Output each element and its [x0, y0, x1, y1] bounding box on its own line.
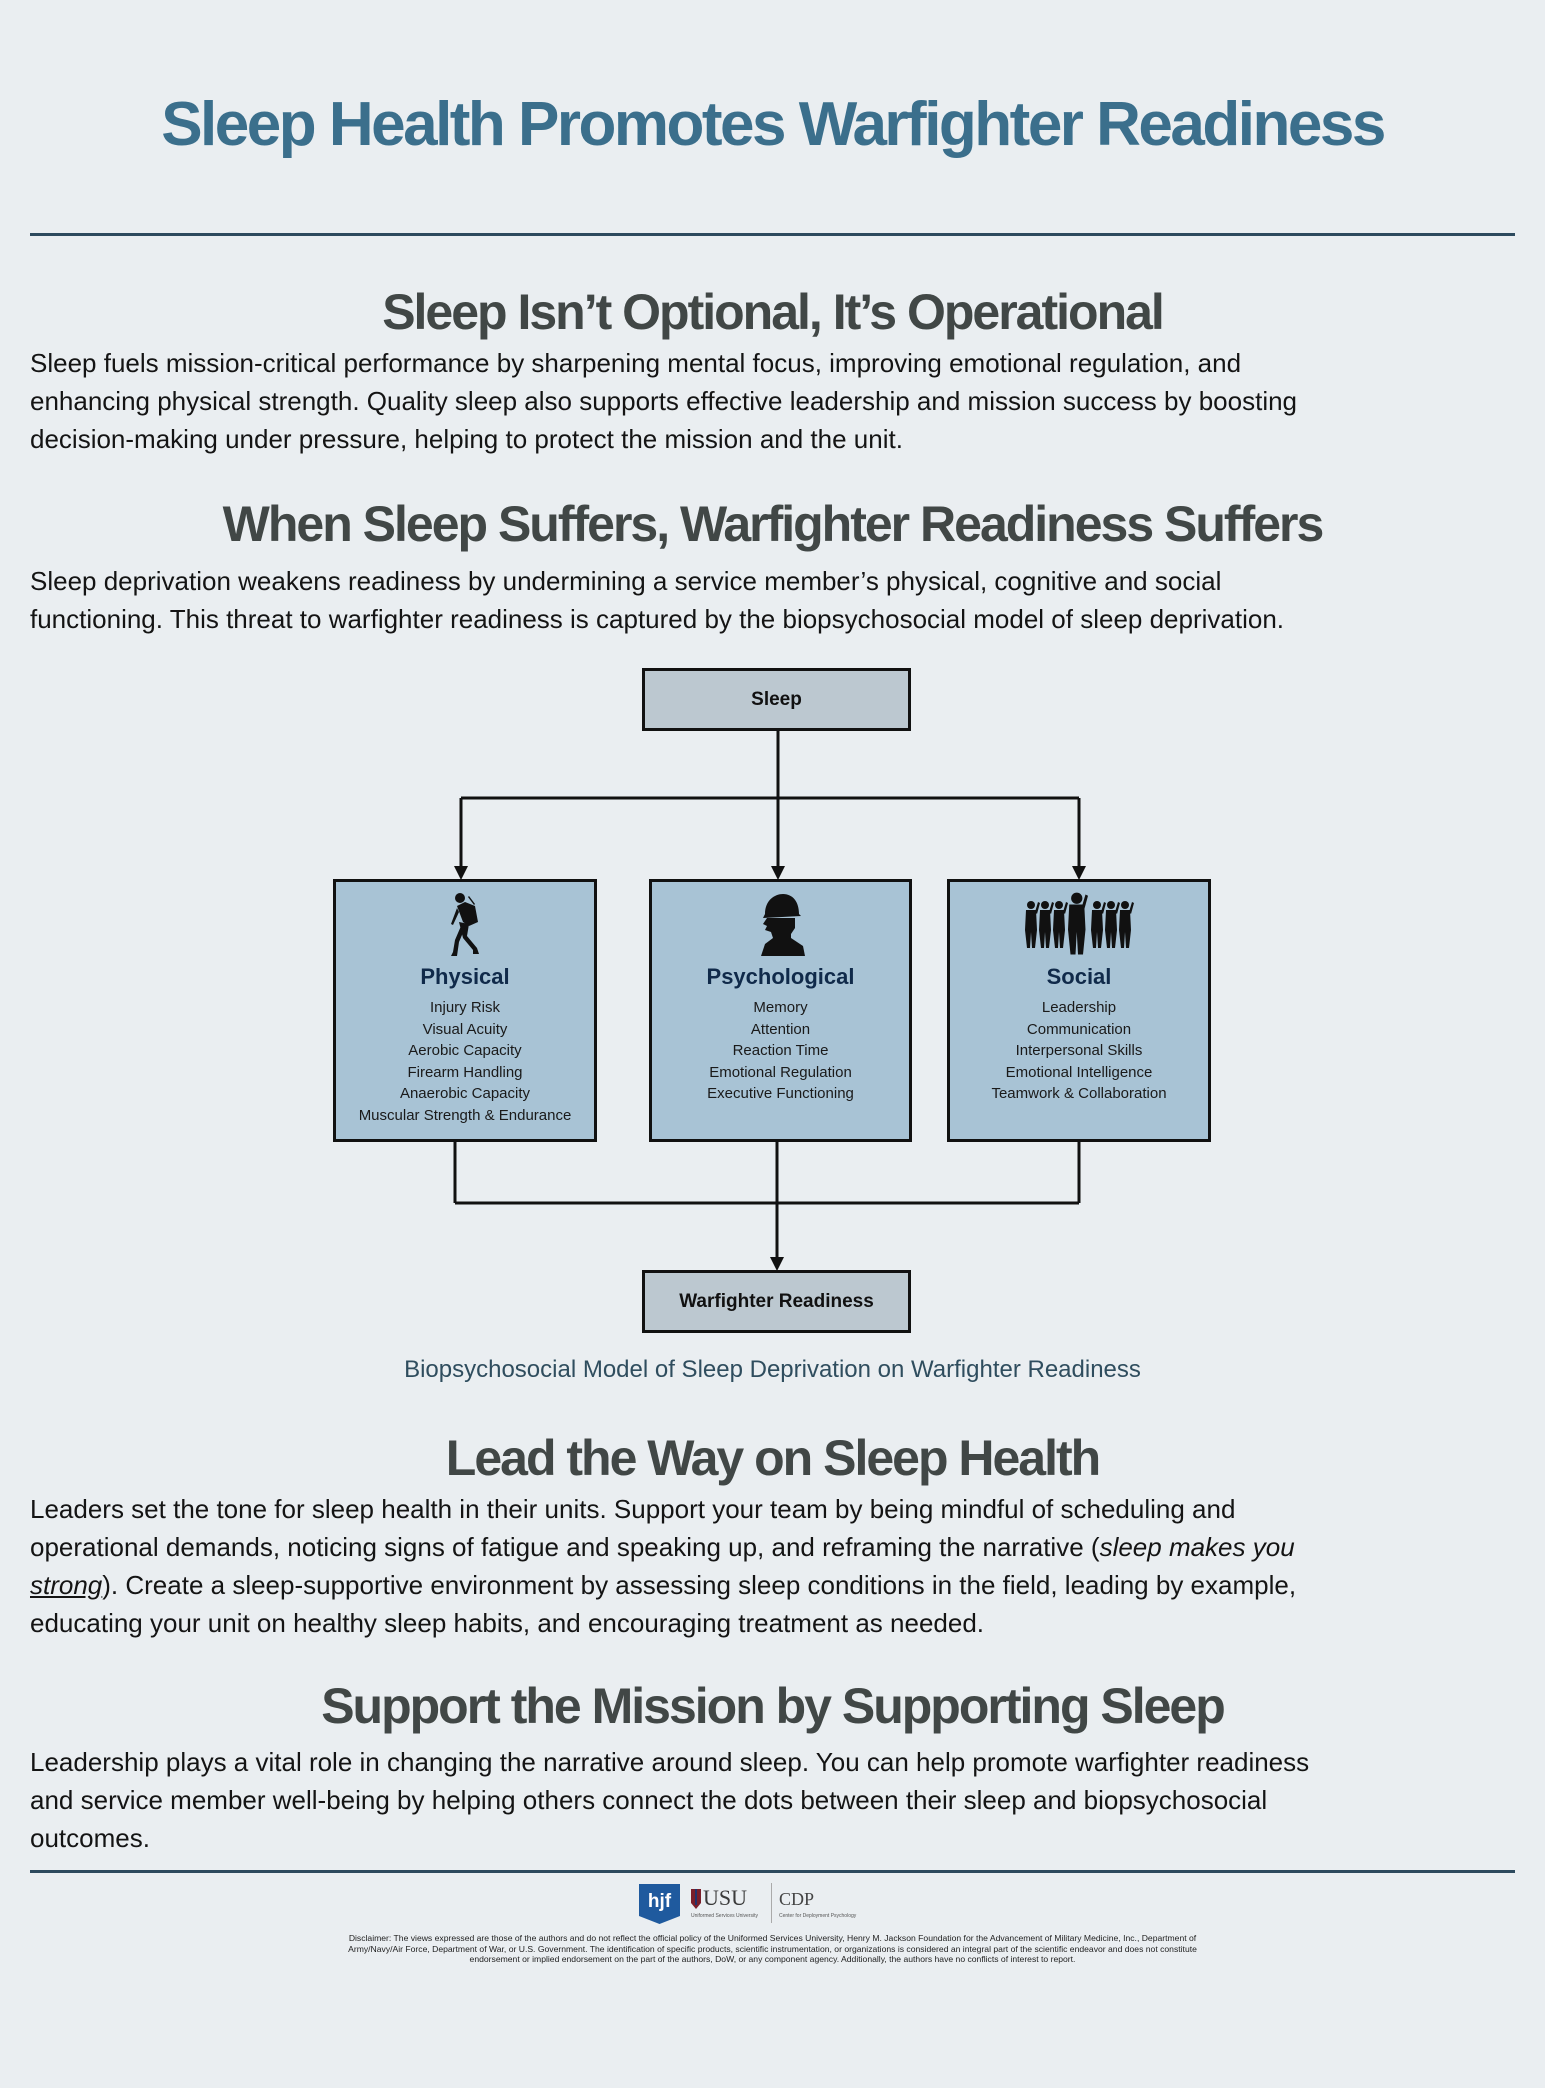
- page: Sleep Health Promotes Warfighter Readine…: [0, 88, 1545, 1965]
- saluting-soldiers-icon: [950, 892, 1208, 958]
- section-body-readiness-suffers: Sleep deprivation weakens readiness by u…: [30, 562, 1510, 638]
- body-line: educating your unit on healthy sleep hab…: [30, 1608, 985, 1638]
- category-psychological: Psychological Memory Attention Reaction …: [649, 879, 912, 1142]
- category-item: Attention: [750, 1020, 811, 1038]
- footer-logos: hjf USU Uniformed Services University CD…: [30, 1873, 1515, 1933]
- header-divider: [30, 233, 1515, 236]
- body-line: operational demands, noticing signs of f…: [30, 1528, 1510, 1566]
- body-line: strong). Create a sleep-supportive envir…: [30, 1566, 1510, 1604]
- body-line: Leaders set the tone for sleep health in…: [30, 1494, 1236, 1524]
- body-line: outcomes.: [30, 1823, 150, 1853]
- category-item: Muscular Strength & Endurance: [358, 1106, 572, 1124]
- category-item: Leadership: [1041, 999, 1117, 1016]
- body-line: decision-making under pressure, helping …: [30, 424, 903, 454]
- category-items: Memory Attention Reaction Time Emotional…: [656, 997, 905, 1105]
- category-item: Anaerobic Capacity: [399, 1085, 531, 1102]
- arrowhead: [771, 866, 785, 880]
- cdp-logo-text: CDP: [779, 1889, 815, 1909]
- category-item: Communication: [1026, 1020, 1132, 1038]
- sleep-node: Sleep: [642, 668, 911, 731]
- category-item: Memory: [753, 999, 808, 1016]
- category-physical: Physical Injury Risk Visual Acuity Aerob…: [333, 879, 597, 1142]
- body-line: functioning. This threat to warfighter r…: [30, 604, 1285, 634]
- category-title: Psychological: [706, 964, 855, 989]
- section-heading-readiness-suffers: When Sleep Suffers, Warfighter Readiness…: [222, 496, 1325, 552]
- emphasis-underlined-text: strong: [30, 1570, 103, 1600]
- usu-logo-subtext: Uniformed Services University: [691, 1913, 758, 1919]
- body-line: Leadership plays a vital role in changin…: [30, 1747, 1310, 1777]
- logo-divider: [771, 1883, 772, 1923]
- section-heading-lead-the-way: Lead the Way on Sleep Health: [445, 1430, 1101, 1486]
- arrowhead: [770, 1257, 784, 1271]
- body-line: Sleep deprivation weakens readiness by u…: [30, 566, 1222, 596]
- category-items: Leadership Communication Interpersonal S…: [954, 997, 1204, 1105]
- category-item: Emotional Regulation: [709, 1063, 852, 1081]
- category-item: Interpersonal Skills: [1015, 1042, 1143, 1059]
- hjf-logo-text: hjf: [647, 1891, 672, 1912]
- arrowhead: [454, 866, 468, 880]
- section-heading-support-mission: Support the Mission by Supporting Sleep: [321, 1678, 1226, 1734]
- usu-shield-icon: [691, 1889, 701, 1909]
- body-text: ). Create a sleep-supportive environment…: [102, 1570, 1297, 1600]
- category-title: Physical: [420, 964, 510, 989]
- body-line: enhancing physical strength. Quality sle…: [30, 386, 1298, 416]
- disclaimer-line: Disclaimer: The views expressed are thos…: [348, 1933, 1197, 1943]
- category-social: Social Leadership Communication Interper…: [947, 879, 1211, 1142]
- body-line: Sleep fuels mission-critical performance…: [30, 348, 1242, 378]
- category-item: Emotional Intelligence: [1005, 1063, 1153, 1081]
- disclaimer-line: endorsement or implied endorsement on th…: [469, 1954, 1076, 1964]
- biopsychosocial-diagram: Sleep Physical Injury Risk Visual Acuity…: [0, 638, 1485, 1391]
- arrowhead: [1072, 866, 1086, 880]
- usu-logo-text: USU: [703, 1885, 748, 1910]
- category-item: Reaction Time: [732, 1042, 829, 1059]
- sleep-node-label: Sleep: [751, 688, 802, 710]
- warfighter-readiness-node: Warfighter Readiness: [642, 1270, 911, 1333]
- hjf-logo: hjf: [639, 1884, 680, 1924]
- diagram-connectors: [453, 731, 1086, 1271]
- walking-soldier-icon: [336, 892, 594, 958]
- category-item: Aerobic Capacity: [408, 1042, 522, 1059]
- category-item: Visual Acuity: [422, 1020, 508, 1038]
- category-item: Executive Functioning: [707, 1085, 854, 1102]
- body-text: operational demands, noticing signs of f…: [30, 1532, 1100, 1562]
- footer-divider: [30, 1870, 1515, 1873]
- section-body-operational: Sleep fuels mission-critical performance…: [30, 344, 1510, 458]
- category-item: Firearm Handling: [407, 1063, 523, 1081]
- diagram-caption: Biopsychosocial Model of Sleep Deprivati…: [404, 1356, 1141, 1383]
- emphasis-text: sleep makes you: [1099, 1532, 1295, 1562]
- category-item: Teamwork & Collaboration: [991, 1085, 1167, 1102]
- category-title: Social: [1046, 964, 1112, 989]
- section-heading-operational: Sleep Isn’t Optional, It’s Operational: [382, 284, 1165, 340]
- cdp-logo-subtext: Center for Deployment Psychology: [779, 1913, 857, 1919]
- disclaimer-line: Army/Navy/Air Force, Department of War, …: [348, 1943, 1197, 1954]
- soldier-head-icon: [652, 892, 909, 958]
- section-body-lead-the-way: Leaders set the tone for sleep health in…: [30, 1490, 1510, 1642]
- warfighter-readiness-label: Warfighter Readiness: [679, 1290, 874, 1312]
- page-title: Sleep Health Promotes Warfighter Readine…: [161, 90, 1386, 159]
- category-item: Injury Risk: [429, 999, 500, 1016]
- body-line: and service member well-being by helping…: [30, 1785, 1268, 1815]
- category-items: Injury Risk Visual Acuity Aerobic Capaci…: [340, 997, 590, 1126]
- section-body-support-mission: Leadership plays a vital role in changin…: [30, 1743, 1510, 1857]
- disclaimer: Disclaimer: The views expressed are thos…: [273, 1933, 1273, 1965]
